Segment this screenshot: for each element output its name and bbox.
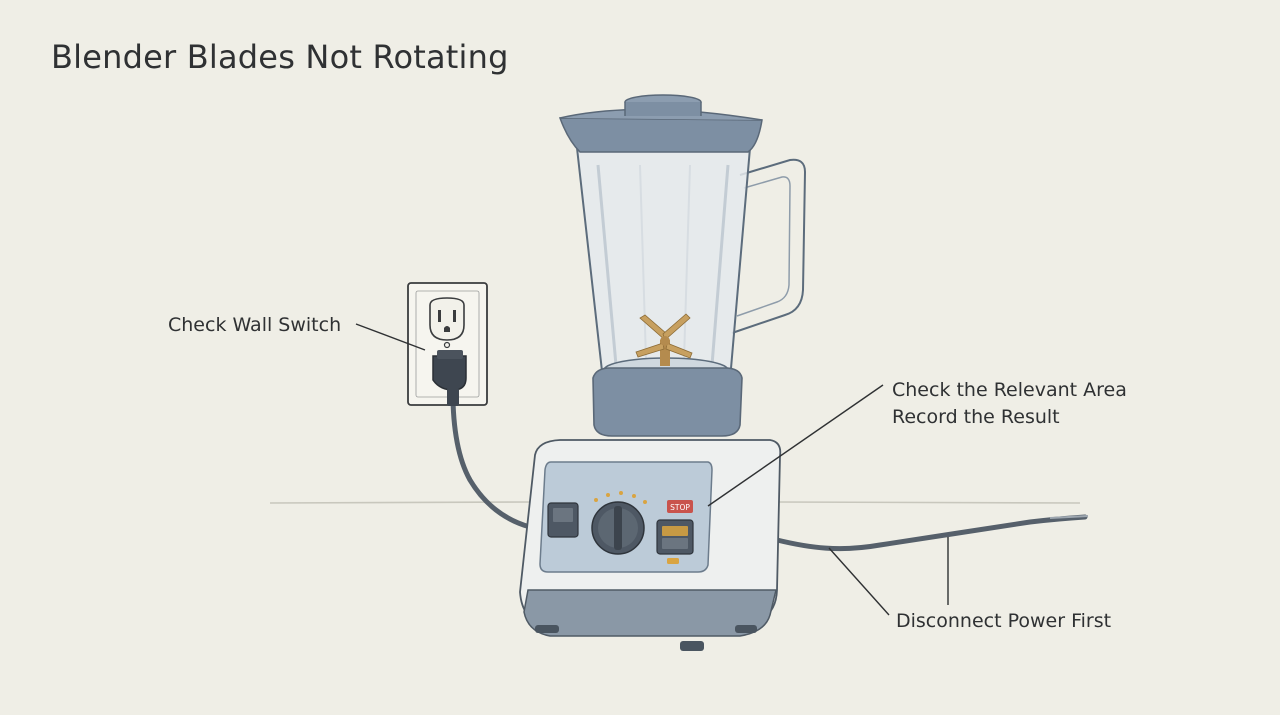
speed-dial-icon [591,491,647,555]
control-panel: STOP [539,461,713,573]
power-cord [450,377,1089,552]
leader-lines [355,323,949,616]
blender-jar [558,94,807,383]
label-area-line-2: Record the Result [892,406,1060,428]
wall-outlet [407,282,488,406]
label-check-wall-switch: Check Wall Switch [168,314,342,336]
indicator-light-icon [667,558,679,564]
rocker-switch-icon [656,519,694,555]
toggle-switch-icon [547,502,579,538]
page-title: Blender Blades Not Rotating [51,38,509,76]
stop-badge: STOP [667,500,693,513]
blade-assembly [635,313,693,366]
jar-collar [592,367,743,437]
leader-relevant-area [707,384,884,507]
label-disconnect-power: Disconnect Power First [896,610,1112,632]
leader-wall-switch [355,323,426,351]
label-area-line-1: Check the Relevant Area [892,379,1127,401]
label-check-relevant-area: Check the Relevant Area Record the Resul… [892,377,1127,431]
plug [432,350,467,406]
stop-badge-text: STOP [670,503,690,512]
leader-power-a [828,547,890,616]
